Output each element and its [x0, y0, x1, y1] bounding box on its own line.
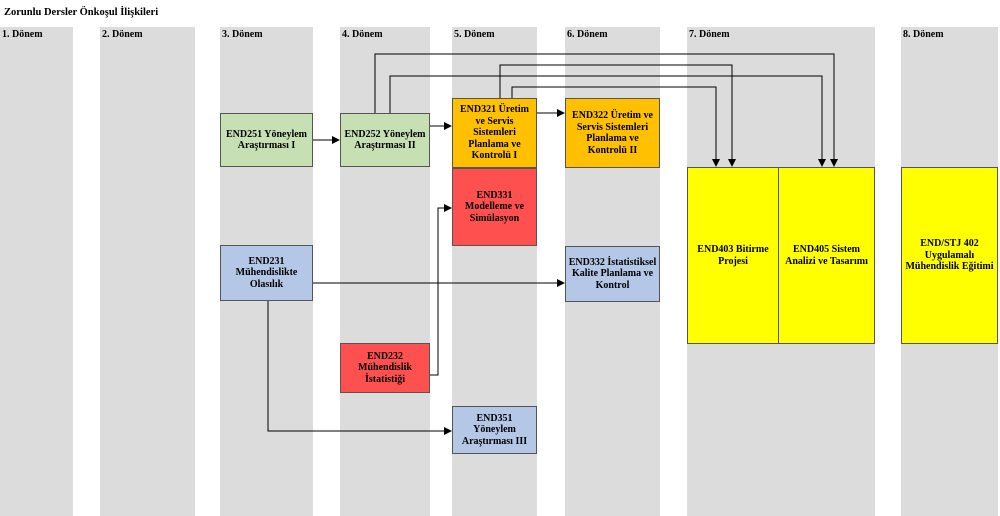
- course-end332-label: END332 İstatistiksel Kalite Planlama ve …: [568, 256, 657, 291]
- course-end322-label: END322 Üretim ve Servis Sistemleri Planl…: [572, 110, 653, 156]
- course-stj402: END/STJ 402 Uygulamalı Mühendislik Eğiti…: [901, 167, 998, 344]
- course-end331-label: END331 Modelleme ve Simülasyon: [464, 189, 525, 224]
- course-end405: END405 Sistem Analizi ve Tasarımı: [778, 167, 875, 344]
- course-end231-label: END231 Mühendislikte Olasılık: [235, 255, 298, 290]
- semester-label-6: 6. Dönem: [567, 29, 608, 40]
- course-end405-label: END405 Sistem Analizi ve Tasarımı: [785, 244, 868, 267]
- arrow-end252-end405: [374, 53, 838, 167]
- course-end321: END321 Üretim ve Servis Sistemleri Planl…: [452, 98, 537, 168]
- course-end403: END403 Bitirme Projesi: [687, 167, 779, 344]
- course-end232: END232 Mühendislik İstatistiği: [340, 343, 430, 393]
- arrow-end232-end331: [430, 204, 452, 376]
- arrow-end321-end405: [499, 64, 736, 167]
- semester-label-5: 5. Dönem: [454, 29, 495, 40]
- semester-label-7: 7. Dönem: [689, 29, 730, 40]
- semester-label-8: 8. Dönem: [903, 29, 944, 40]
- course-end251: END251 Yöneylem Araştırması I: [220, 113, 313, 167]
- semester-column-2: [100, 27, 195, 516]
- course-end351-label: END351 Yöneylem Araştırması III: [461, 412, 528, 447]
- course-end321-label: END321 Üretim ve Servis Sistemleri Planl…: [460, 104, 529, 162]
- arrow-end252-end403: [389, 75, 826, 167]
- course-end252: END252 Yöneylem Araştırması II: [340, 113, 430, 167]
- semester-label-1: 1. Dönem: [2, 29, 43, 40]
- semester-label-2: 2. Dönem: [102, 29, 143, 40]
- course-end322: END322 Üretim ve Servis Sistemleri Planl…: [565, 98, 660, 168]
- semester-column-1: [0, 27, 73, 516]
- course-end252-label: END252 Yöneylem Araştırması II: [344, 128, 426, 152]
- semester-label-3: 3. Dönem: [222, 29, 263, 40]
- course-end251-label: END251 Yöneylem Araştırması I: [225, 128, 307, 152]
- course-end403-label: END403 Bitirme Projesi: [697, 244, 769, 267]
- arrow-end231-end351: [267, 301, 452, 435]
- course-end351: END351 Yöneylem Araştırması III: [452, 406, 537, 454]
- arrow-end321-end403: [511, 86, 720, 167]
- course-end231: END231 Mühendislikte Olasılık: [220, 245, 313, 301]
- page-title: Zorunlu Dersler Önkoşul İlişkileri: [4, 7, 159, 18]
- semester-label-4: 4. Dönem: [342, 29, 383, 40]
- semester-column-4: [340, 27, 430, 516]
- course-end232-label: END232 Mühendislik İstatistiği: [358, 350, 412, 385]
- course-end331: END331 Modelleme ve Simülasyon: [452, 168, 537, 246]
- course-end332: END332 İstatistiksel Kalite Planlama ve …: [565, 246, 660, 302]
- course-stj402-label: END/STJ 402 Uygulamalı Mühendislik Eğiti…: [905, 238, 994, 273]
